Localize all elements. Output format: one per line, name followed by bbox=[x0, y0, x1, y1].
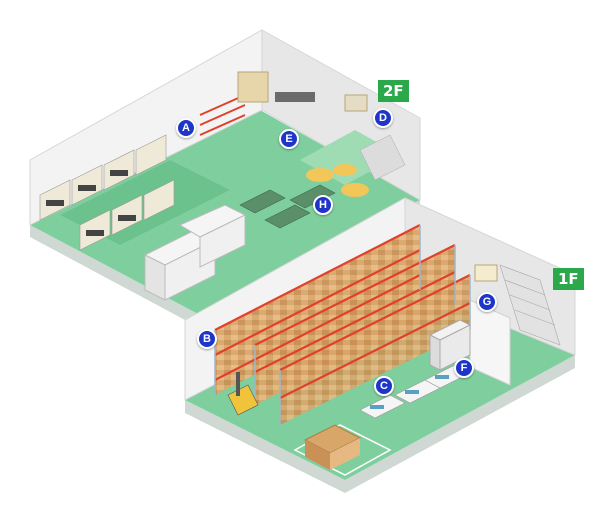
floor-1f bbox=[184, 197, 576, 493]
marker-d[interactable]: D bbox=[373, 108, 393, 128]
marker-b[interactable]: B bbox=[197, 329, 217, 349]
floor-label-2f: 2F bbox=[378, 80, 409, 102]
marker-f[interactable]: F bbox=[454, 358, 474, 378]
marker-e[interactable]: E bbox=[279, 129, 299, 149]
marker-h[interactable]: H bbox=[313, 195, 333, 215]
floor-2f bbox=[29, 29, 421, 328]
floor-label-1f: 1F bbox=[553, 268, 584, 290]
marker-a[interactable]: A bbox=[176, 118, 196, 138]
marker-c[interactable]: C bbox=[374, 376, 394, 396]
marker-g[interactable]: G bbox=[477, 292, 497, 312]
